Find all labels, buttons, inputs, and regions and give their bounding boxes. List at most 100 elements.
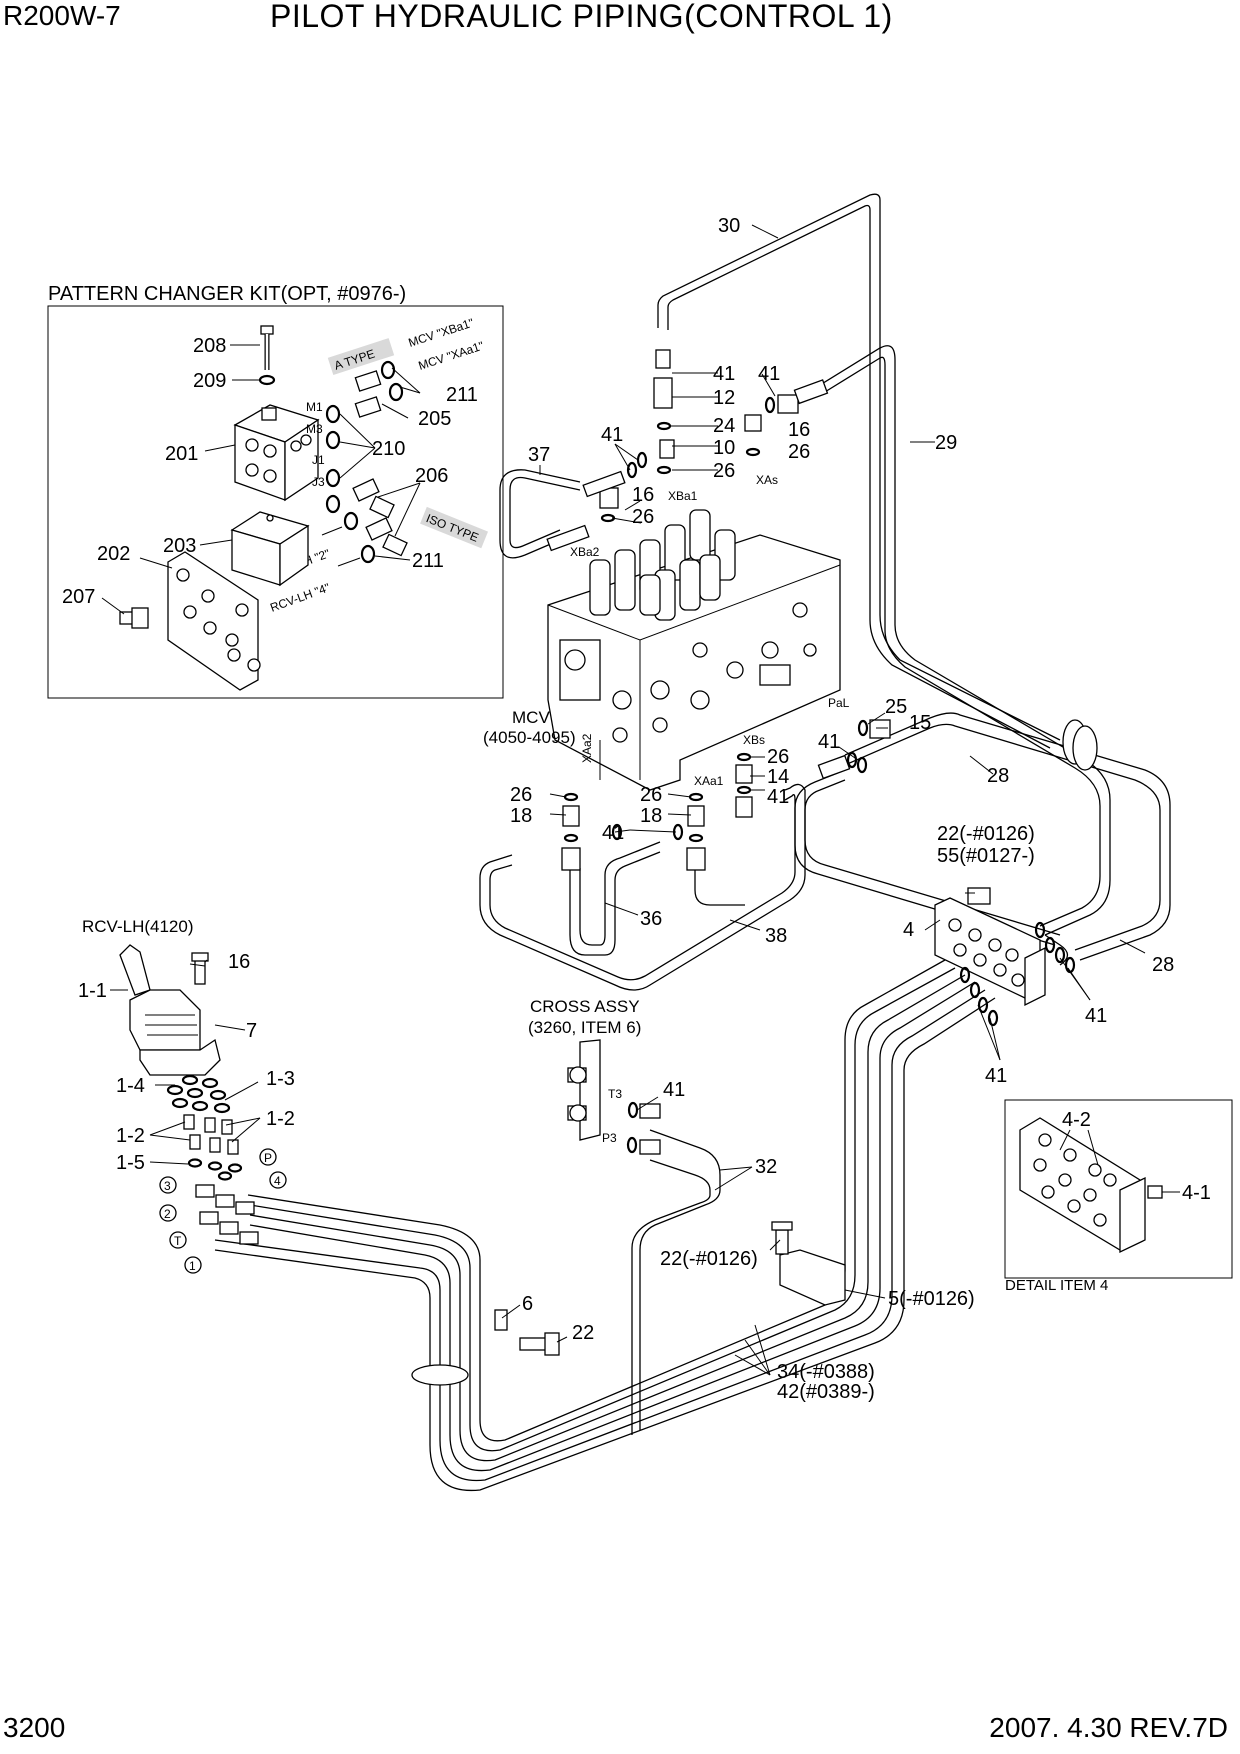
- callout-28-lower: 28: [1152, 954, 1174, 976]
- oring-210c: [325, 468, 341, 488]
- detail-caption: DETAIL ITEM 4: [1005, 1277, 1108, 1294]
- hose-clamps-lower: [411, 1221, 846, 1386]
- callout-206: 206: [415, 465, 448, 487]
- callout-15: 15: [909, 712, 931, 734]
- callout-18-right: 18: [640, 805, 662, 827]
- port-xaa1: XAa1: [694, 774, 724, 788]
- a-type-tag: A TYPE: [327, 338, 395, 375]
- oring-210d: [325, 494, 341, 514]
- oring-210b: [325, 430, 341, 450]
- fittings-205: [354, 370, 382, 418]
- port-p3: P3: [602, 1131, 617, 1145]
- port-j1: J1: [312, 453, 325, 467]
- callout-14: 14: [767, 766, 789, 788]
- callout-26-xbs: 26: [767, 746, 789, 768]
- bracket-203: [230, 511, 310, 587]
- kit-title: PATTERN CHANGER KIT(OPT, #0976-): [48, 283, 406, 305]
- callout-211-top: 211: [446, 384, 478, 406]
- detail-item-4: 4-2 4-1 DETAIL ITEM 4: [1004, 1099, 1233, 1294]
- callout-208: 208: [193, 335, 226, 357]
- callout-41-block-bottom: 41: [985, 1065, 1007, 1087]
- port-xba1: XBa1: [668, 489, 698, 503]
- callout-37: 37: [528, 444, 550, 466]
- callout-41-top-b: 41: [758, 363, 780, 385]
- callout-41-top-a: 41: [713, 363, 735, 385]
- callout-5: 5(-#0126): [888, 1288, 975, 1310]
- port-xas: XAs: [756, 473, 778, 487]
- callout-202: 202: [97, 543, 130, 565]
- junction-block-4: [934, 887, 1076, 1027]
- callout-numbers: 30 29 37 41 41 12 24 16 10 26 26 41 16 2…: [78, 215, 1174, 1403]
- oring-211a: [380, 360, 396, 380]
- callout-22-lower: 22(-#0126): [660, 1248, 758, 1270]
- callout-26-xaa1: 26: [640, 784, 662, 806]
- port-mark-2: 2: [164, 1207, 171, 1221]
- mcv-range: (4050-4095): [483, 728, 576, 747]
- callout-36: 36: [640, 908, 662, 930]
- callout-203: 203: [163, 535, 196, 557]
- callout-209: 209: [193, 370, 226, 392]
- port-m3: M3: [306, 422, 323, 436]
- hose-clamp-upper: [1062, 719, 1098, 771]
- port-mark-t: T: [174, 1234, 182, 1248]
- callout-30: 30: [718, 215, 740, 237]
- callout-16-rcv: 16: [228, 951, 250, 973]
- callout-41-xbs: 41: [767, 786, 789, 808]
- pattern-block-201: [233, 404, 320, 502]
- mcv-label: MCV: [512, 708, 550, 727]
- callout-34: 34(-#0388): [777, 1361, 875, 1383]
- mcv-spool-caps: [589, 509, 736, 621]
- revision-date: 2007. 4.30 REV.7D: [989, 1712, 1228, 1743]
- callout-210: 210: [372, 438, 405, 460]
- callout-4-2: 4-2: [1062, 1109, 1091, 1131]
- hose-lines: [214, 193, 1171, 1492]
- callout-1-2-right: 1-2: [266, 1108, 295, 1130]
- callout-24: 24: [713, 415, 735, 437]
- callout-1-4: 1-4: [116, 1075, 145, 1097]
- oring-211b: [388, 382, 404, 402]
- lower-fittings: [561, 719, 891, 871]
- cross-assy-ref: (3260, ITEM 6): [528, 1018, 641, 1037]
- port-j3: J3: [312, 475, 325, 489]
- callout-10: 10: [713, 437, 735, 459]
- callout-7: 7: [246, 1020, 257, 1042]
- cross-assy-label: CROSS ASSY: [530, 997, 640, 1016]
- callout-16-left: 16: [632, 484, 654, 506]
- callout-41-pal: 41: [818, 731, 840, 753]
- callout-22-upper: 22(-#0126): [937, 823, 1035, 845]
- callout-55: 55(#0127-): [937, 845, 1035, 867]
- callout-22-bolt: 22: [572, 1322, 594, 1344]
- callout-1-2-left: 1-2: [116, 1125, 145, 1147]
- callout-41-block-right: 41: [1085, 1005, 1107, 1027]
- callout-38: 38: [765, 925, 787, 947]
- bolt-208: [260, 325, 274, 370]
- callout-leaders: [110, 224, 1146, 1376]
- callout-41-lower: 41: [602, 822, 624, 844]
- callout-28-upper: 28: [987, 765, 1009, 787]
- callout-12: 12: [713, 387, 735, 409]
- port-mark-4: 4: [274, 1174, 281, 1188]
- oring-211d: [360, 544, 376, 564]
- callout-205: 205: [418, 408, 451, 430]
- kit-frame: [47, 305, 504, 699]
- callout-41-cross: 41: [663, 1079, 685, 1101]
- callout-16-top: 16: [788, 419, 810, 441]
- callout-211-bottom: 211: [412, 550, 444, 572]
- callout-6: 6: [522, 1293, 533, 1315]
- callout-4: 4: [903, 919, 914, 941]
- callout-41-left: 41: [601, 424, 623, 446]
- port-mark-p: P: [264, 1151, 272, 1165]
- callout-1-1: 1-1: [78, 980, 107, 1002]
- callout-201: 201: [165, 443, 198, 465]
- callout-26-left: 26: [632, 506, 654, 528]
- port-mark-1: 1: [189, 1259, 196, 1273]
- port-xaa2: XAa2: [580, 733, 594, 763]
- callout-1-5: 1-5: [116, 1152, 145, 1174]
- model-code: R200W-7: [3, 0, 121, 31]
- callout-4-1: 4-1: [1182, 1182, 1211, 1204]
- callout-207: 207: [62, 586, 95, 608]
- callout-26-top: 26: [788, 441, 810, 463]
- cross-assy: CROSS ASSY (3260, ITEM 6) T3 P3: [528, 997, 661, 1155]
- main-control-valve: MCV (4050-4095) XBa1 XBa2 XAs PaL XBs XA…: [483, 473, 850, 791]
